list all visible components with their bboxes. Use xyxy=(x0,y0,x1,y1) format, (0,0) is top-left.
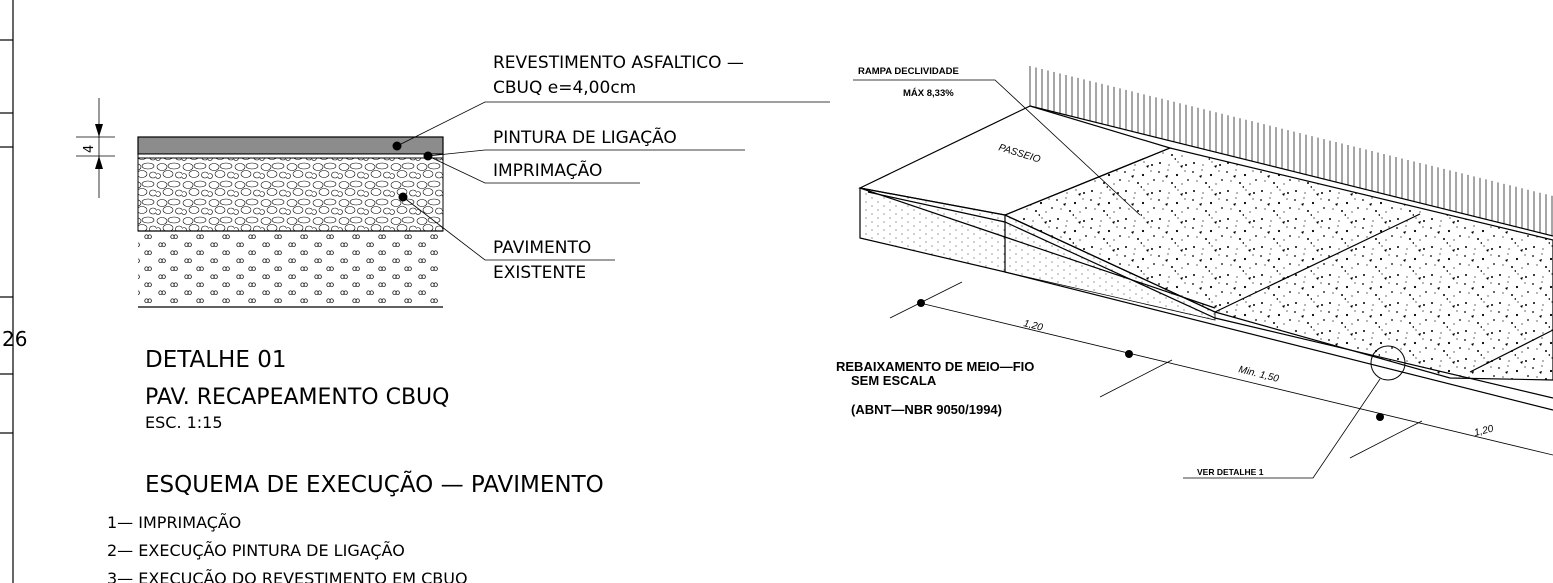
curb-ramp-standard: (ABNT—NBR 9050/1994) xyxy=(851,402,1002,417)
sheet-number: 26 xyxy=(2,327,27,351)
execution-scheme-title: ESQUEMA DE EXECUÇÃO — PAVIMENTO xyxy=(145,470,604,498)
detail-title: DETALHE 01 xyxy=(145,347,286,373)
dim-left-label: 1,20 xyxy=(1022,318,1044,333)
detail-subtitle: PAV. RECAPEAMENTO CBUQ xyxy=(145,385,449,410)
asphalt-callout-line1: REVESTIMENTO ASFALTICO — xyxy=(493,53,744,73)
existing-callout-line2: EXISTENTE xyxy=(493,263,586,283)
curb-ramp-drawing xyxy=(853,66,1553,479)
pavement-section: 4 REVESTIMENTO ASFALTICO — CBUQ e=4,00cm… xyxy=(76,53,830,308)
existing-callout-line1: PAVIMENTO xyxy=(493,238,591,258)
execution-step-1: 1— IMPRIMAÇÃO xyxy=(107,513,241,532)
tack-coat-layer xyxy=(137,153,444,159)
detail-scale: ESC. 1:15 xyxy=(145,413,223,432)
execution-step-3: 3— EXECUÇÃO DO REVESTIMENTO EM CBUQ xyxy=(107,569,468,583)
dim-right-label: 1,20 xyxy=(1473,423,1495,438)
asphalt-callout-line2: CBUQ e=4,00cm xyxy=(493,78,636,98)
detail-circle xyxy=(1370,345,1406,381)
detail-reference: VER DETALHE 1 xyxy=(1197,467,1264,477)
thickness-dimension: 4 xyxy=(76,98,115,198)
thickness-label: 4 xyxy=(82,145,97,153)
boundary-hatching xyxy=(1029,66,1553,236)
callout-leaders xyxy=(392,101,830,261)
prime-coat-callout: IMPRIMAÇÃO xyxy=(493,159,602,181)
execution-step-2: 2— EXECUÇÃO PINTURA DE LIGAÇÃO xyxy=(107,541,405,560)
base-layer xyxy=(137,157,444,232)
dim-center-label: Min. 1,50 xyxy=(1237,364,1280,385)
ramp-slope-label-line1: RAMPA DECLIVIDADE xyxy=(858,66,959,77)
curb-ramp-title-line1: REBAIXAMENTO DE MEIO—FIO xyxy=(836,359,1034,374)
ramp-slope-label-line2: MÁX 8,33% xyxy=(903,88,954,99)
existing-pavement-layer xyxy=(138,231,443,307)
tack-coat-callout: PINTURA DE LIGAÇÃO xyxy=(493,126,677,148)
sheet-margin: 26 xyxy=(0,0,27,583)
ramp-dimension-line xyxy=(889,281,1553,459)
curb-ramp-title-line2: SEM ESCALA xyxy=(851,373,937,388)
